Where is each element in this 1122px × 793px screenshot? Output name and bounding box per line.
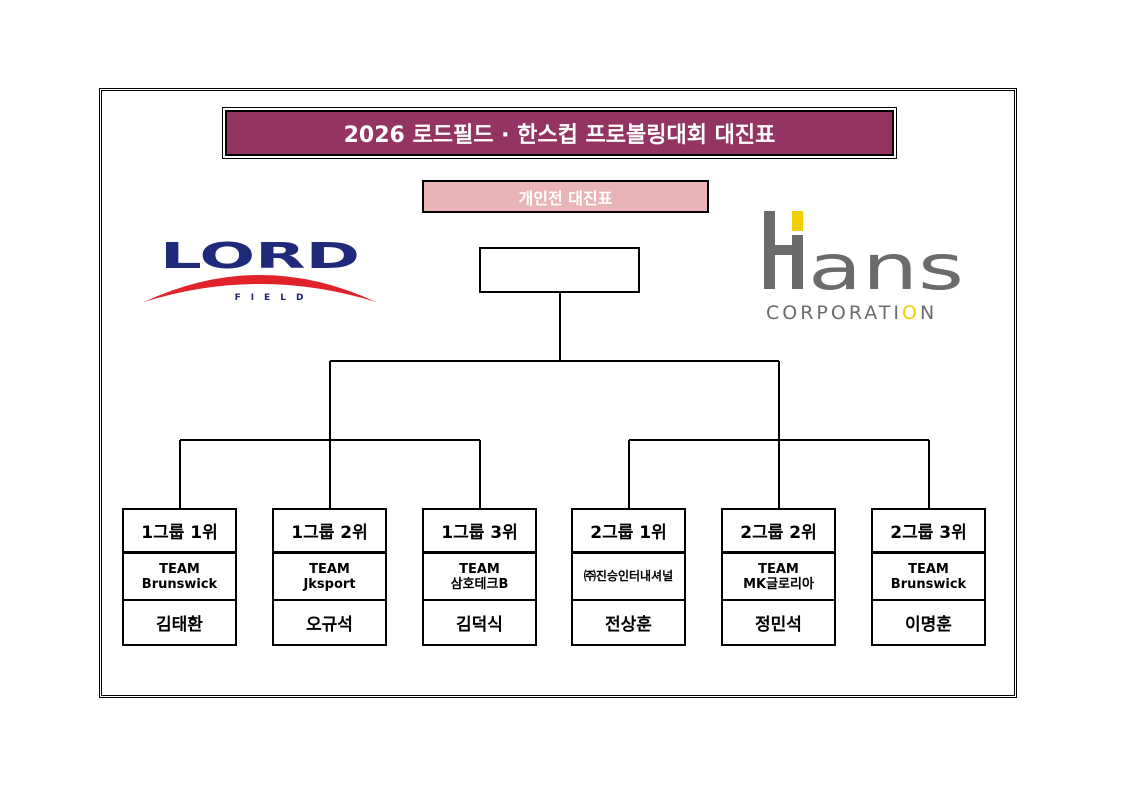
group-rank: 1그룹 2위: [274, 510, 385, 554]
player-name: 정민석: [755, 615, 802, 635]
team-line2: Brunswick: [890, 576, 967, 592]
player-name: 오규석: [306, 615, 353, 635]
team-name: TEAM Jksport: [274, 554, 385, 601]
participant-card: 1그룹 2위 TEAM Jksport 오규석: [272, 508, 387, 646]
team-line1: TEAM: [159, 561, 200, 577]
team-line2: MK글로리아: [743, 576, 814, 592]
team-name: ㈜진승인터내셔널: [573, 554, 684, 601]
team-line2: Brunswick: [141, 576, 218, 592]
team-name: TEAM 삼호테크B: [424, 554, 535, 601]
participant-card: 2그룹 1위 ㈜진승인터내셔널 전상훈: [571, 508, 686, 646]
player-name: 이명훈: [905, 615, 952, 635]
group-rank: 2그룹 2위: [723, 510, 834, 554]
player-name: 김태환: [156, 615, 203, 635]
team-line2: Jksport: [303, 576, 356, 592]
participant-card: 1그룹 1위 TEAM Brunswick 김태환: [122, 508, 237, 646]
team-line1: TEAM: [309, 561, 350, 577]
lord-logo-arc: [144, 275, 376, 302]
team-line1: TEAM: [758, 561, 799, 577]
bracket-frame: [99, 88, 1017, 698]
lord-field-logo: LORD FIELD: [144, 236, 376, 303]
hans-corporation-logo: ans CORPORATION: [764, 211, 964, 324]
team-line1: ㈜진승인터내셔널: [583, 569, 674, 583]
group-rank: 1그룹 3위: [424, 510, 535, 554]
team-line1: TEAM: [459, 561, 500, 577]
participant-card: 2그룹 3위 TEAM Brunswick 이명훈: [871, 508, 986, 646]
section-subtitle: 개인전 대진표: [422, 180, 709, 213]
lord-logo-subtext: FIELD: [235, 293, 314, 303]
player-name: 전상훈: [605, 615, 652, 635]
group-rank: 2그룹 3위: [873, 510, 984, 554]
participant-card: 1그룹 3위 TEAM 삼호테크B 김덕식: [422, 508, 537, 646]
player-name: 김덕식: [456, 615, 503, 635]
group-rank: 2그룹 1위: [573, 510, 684, 554]
hans-logo-subtext: CORPORATION: [766, 302, 937, 324]
team-name: TEAM Brunswick: [124, 554, 235, 601]
team-line2: 삼호테크B: [450, 576, 509, 592]
page-title: 2026 로드필드 · 한스컵 프로볼링대회 대진표: [222, 107, 897, 159]
lord-logo-wordmark: LORD: [160, 236, 360, 277]
hans-logo-wordmark: ans: [808, 231, 964, 304]
team-line1: TEAM: [908, 561, 949, 577]
team-name: TEAM MK글로리아: [723, 554, 834, 601]
group-rank: 1그룹 1위: [124, 510, 235, 554]
participant-card: 2그룹 2위 TEAM MK글로리아 정민석: [721, 508, 836, 646]
final-winner-box: [479, 247, 640, 293]
team-name: TEAM Brunswick: [873, 554, 984, 601]
